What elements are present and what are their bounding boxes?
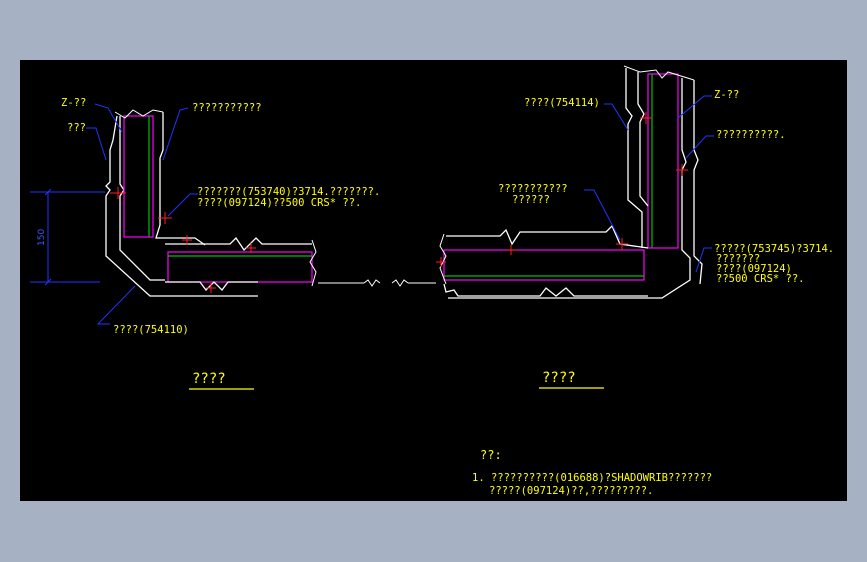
left-label-a: ??? (67, 122, 86, 134)
left-floor-break (309, 239, 317, 287)
left-label-d: ????(754110) (113, 324, 189, 336)
left-leaders (86, 103, 198, 325)
right-label-d2: ??????? (716, 253, 760, 265)
right-wall-board (647, 73, 679, 249)
right-deck-profile (446, 224, 649, 249)
left-wall-break (114, 109, 164, 119)
right-leaders (584, 95, 714, 273)
right-detail-title: ???? (542, 370, 576, 386)
left-label-z: Z-?? (61, 97, 86, 109)
right-wall-break (623, 65, 695, 81)
left-detail-title: ???? (192, 371, 226, 387)
right-wall-outline (625, 68, 643, 248)
right-label-d3: ????(097124) (716, 263, 792, 275)
right-label-d4: ??500 CRS* ??. (716, 273, 805, 285)
left-wall-board (123, 115, 154, 238)
right-floor-break (439, 233, 447, 285)
notes-line-2: ?????(097124)??,?????????. (489, 485, 653, 497)
left-wall-edge (155, 112, 206, 246)
right-wall-outer-b (693, 80, 703, 285)
left-dimension-value: 150 (37, 229, 47, 246)
left-label-c2: ????(097124)??500 CRS* ??. (197, 197, 361, 209)
right-label-b: ??????????. (716, 129, 786, 141)
left-markers (110, 187, 256, 293)
break-line (318, 279, 436, 287)
left-wall-outline (105, 115, 258, 297)
right-floor-board (443, 249, 645, 281)
left-detail: 150 Z-?? ??? ??????????? ???????(753740)… (30, 97, 380, 390)
right-wall-outline-b (637, 72, 649, 207)
left-deck-profile (165, 236, 312, 252)
right-label-z: Z-?? (714, 89, 739, 101)
notes-heading: ??: (480, 448, 502, 462)
notes: ??: 1. ??????????(016688)?SHADOWRIB?????… (472, 448, 712, 497)
right-label-c2: ?????? (512, 194, 550, 206)
left-floor-base (165, 281, 258, 291)
left-wall-inner (119, 116, 165, 281)
right-label-d1: ?????(753745)?3714. (714, 243, 834, 255)
left-dimension (30, 188, 105, 286)
left-label-c1: ???????(753740)?3714.???????. (197, 186, 380, 198)
right-label-c1: ??????????? (498, 183, 568, 195)
right-wall-outer (448, 78, 691, 299)
right-markers (436, 112, 688, 267)
left-label-b: ??????????? (192, 102, 262, 114)
right-floor-base (443, 283, 648, 297)
notes-line-1: 1. ??????????(016688)?SHADOWRIB??????? (472, 472, 712, 484)
right-detail: ????(754114) Z-?? ??????????. ??????????… (436, 65, 834, 389)
right-label-a: ????(754114) (524, 97, 600, 109)
